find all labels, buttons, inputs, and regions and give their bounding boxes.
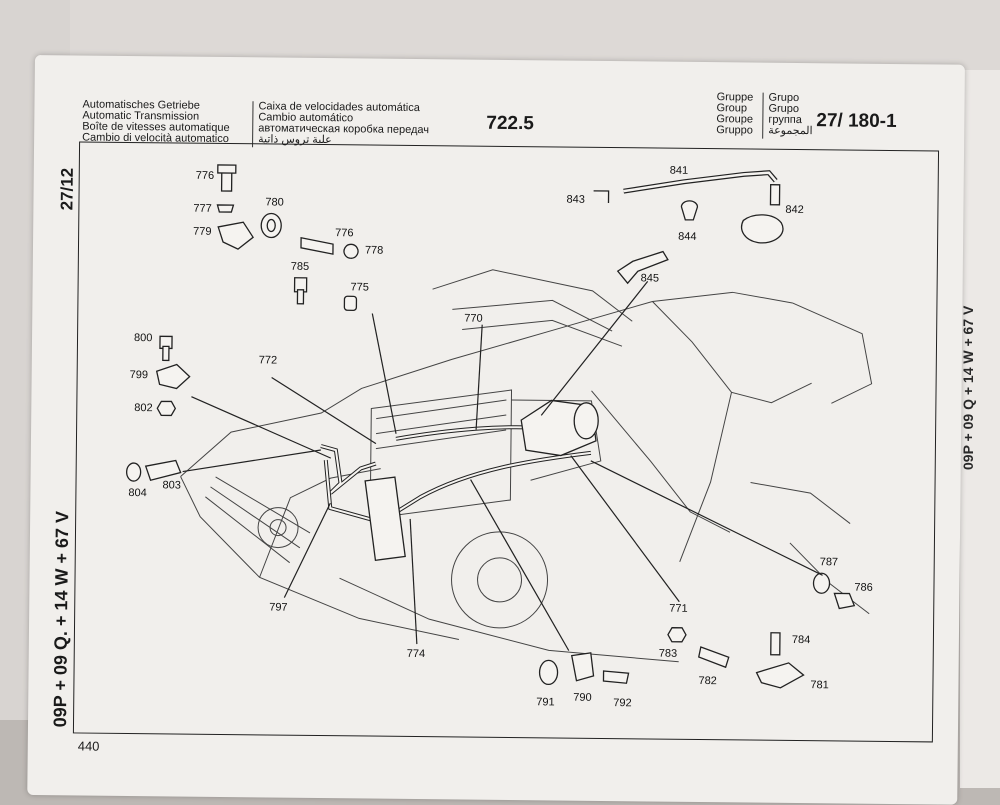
- label-787: 787: [820, 556, 838, 568]
- label-776a: 776: [196, 170, 214, 182]
- bracket-781-icon: [755, 662, 805, 689]
- label-803: 803: [162, 479, 180, 491]
- leader-lines: [182, 281, 823, 651]
- label-784: 784: [792, 634, 810, 646]
- label-771: 771: [669, 603, 687, 615]
- washer-804-icon: [125, 462, 142, 482]
- fitting-803-icon: [144, 459, 182, 482]
- label-778: 778: [365, 244, 383, 256]
- cap-icon: [740, 214, 784, 244]
- label-779: 779: [193, 226, 211, 238]
- label-770: 770: [464, 313, 482, 325]
- label-844: 844: [678, 231, 696, 243]
- parts-group: [125, 164, 856, 689]
- label-792: 792: [613, 697, 631, 709]
- clip-844-icon: [680, 200, 699, 221]
- label-782: 782: [698, 675, 716, 687]
- bolt-786-icon: [833, 592, 856, 610]
- label-775: 775: [351, 281, 369, 293]
- label-785: 785: [291, 261, 309, 273]
- vehicle-outline: [180, 269, 873, 663]
- label-791: 791: [536, 696, 554, 708]
- catalog-page: Automatisches Getriebe Automatic Transmi…: [27, 55, 965, 805]
- label-800: 800: [134, 332, 152, 344]
- grommet-791-icon: [538, 659, 559, 686]
- label-776b: 776: [335, 227, 353, 239]
- label-772: 772: [259, 354, 277, 366]
- label-802: 802: [134, 402, 152, 414]
- transmission-unit: [364, 399, 599, 562]
- clamp-778-icon: [343, 243, 359, 259]
- hose-843-icon: [593, 190, 610, 204]
- label-781: 781: [810, 679, 828, 691]
- plug-842-icon: [769, 184, 781, 206]
- washer-787-icon: [812, 572, 831, 594]
- exploded-diagram: 776 777 780 779 776 778 785 775 843 841 …: [125, 164, 873, 710]
- bolt-782-icon: [697, 646, 730, 669]
- label-777: 777: [193, 203, 211, 215]
- label-842: 842: [785, 204, 803, 216]
- bolt-784-icon: [770, 632, 781, 656]
- bracket-845-icon: [616, 250, 669, 285]
- label-780: 780: [265, 196, 283, 208]
- label-790: 790: [573, 692, 591, 704]
- page-number: 440: [77, 738, 100, 754]
- bolt-head-776-icon: [217, 164, 237, 174]
- right-page-codes: 09P + 09 Q + 14 W + 67 V: [960, 305, 976, 470]
- clip-777-icon: [216, 204, 235, 213]
- label-786: 786: [854, 582, 872, 594]
- label-774: 774: [407, 648, 425, 660]
- label-841: 841: [670, 165, 688, 177]
- bolt-792-icon: [602, 670, 630, 684]
- sleeve-775-icon: [343, 295, 358, 311]
- label-783: 783: [659, 648, 677, 660]
- bolt-776b-icon: [300, 237, 334, 255]
- bracket-799-icon: [155, 363, 191, 390]
- label-799: 799: [130, 369, 148, 381]
- label-797: 797: [269, 601, 287, 613]
- bracket-779-icon: [217, 221, 254, 250]
- label-845: 845: [641, 272, 659, 284]
- oil-lines: [320, 425, 592, 523]
- nut-783-icon: [667, 627, 687, 643]
- right-page-edge: [960, 70, 1000, 788]
- part-labels: 776 777 780 779 776 778 785 775 843 841 …: [128, 165, 873, 710]
- nut-802-icon: [156, 400, 177, 417]
- label-843: 843: [566, 194, 584, 206]
- bracket-790-icon: [570, 652, 595, 682]
- label-804: 804: [128, 487, 146, 499]
